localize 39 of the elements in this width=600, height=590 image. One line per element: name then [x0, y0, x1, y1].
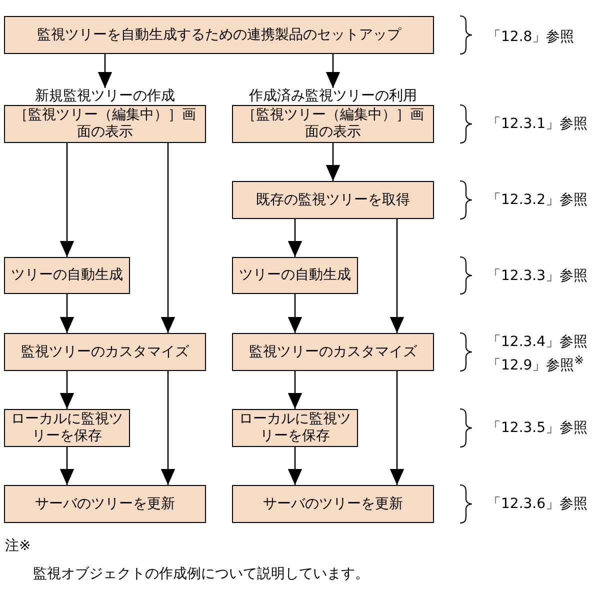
- arrow: [60, 447, 74, 485]
- arrow: [160, 143, 176, 333]
- process-box: 監視ツリーのカスタマイズ: [4, 333, 206, 371]
- arrow: [390, 371, 404, 485]
- arrow: [390, 219, 404, 333]
- arrow: [60, 294, 74, 333]
- arrow: [288, 219, 302, 257]
- reference-note: 「12.3.6」参照: [487, 496, 588, 513]
- process-box: 既存の監視ツリーを取得: [232, 181, 434, 219]
- arrow: [326, 54, 340, 88]
- arrow: [60, 371, 74, 409]
- reference-note: 「12.3.2」参照: [487, 192, 588, 209]
- arrow: [288, 294, 302, 333]
- arrow: [288, 447, 302, 485]
- process-box: ローカルに監視ツリーを保存: [4, 409, 130, 447]
- reference-note: 「12.3.4」参照: [487, 334, 588, 351]
- process-box: 監視ツリーのカスタマイズ: [232, 333, 434, 371]
- arrow: [60, 143, 74, 257]
- arrow: [98, 54, 112, 88]
- process-box: ツリーの自動生成: [232, 257, 358, 294]
- process-box: ［監視ツリー（編集中）］画面の表示: [232, 105, 434, 143]
- process-box: サーバのツリーを更新: [232, 485, 434, 523]
- note-heading: 注※: [5, 538, 31, 555]
- reference-note: 「12.9」参照$^{※}$: [487, 352, 584, 375]
- process-box: 監視ツリーを自動生成するための連携製品のセットアップ: [4, 16, 434, 54]
- reference-note: 「12.3.5」参照: [487, 420, 588, 437]
- arrow: [288, 371, 302, 409]
- process-box: ローカルに監視ツリーを保存: [232, 409, 358, 447]
- process-box: ツリーの自動生成: [4, 257, 130, 294]
- arrow: [326, 143, 340, 181]
- arrow: [160, 371, 176, 485]
- section-heading: 作成済み監視ツリーの利用: [248, 88, 418, 105]
- section-heading: 新規監視ツリーの作成: [34, 88, 176, 105]
- process-box: ［監視ツリー（編集中）］画面の表示: [4, 105, 206, 143]
- reference-note: 「12.8」参照: [487, 29, 574, 46]
- note-text: 監視オブジェクトの作成例について説明しています。: [33, 566, 369, 583]
- reference-note: 「12.3.3」参照: [487, 268, 588, 285]
- reference-note: 「12.3.1」参照: [487, 116, 588, 133]
- process-box: サーバのツリーを更新: [4, 485, 206, 523]
